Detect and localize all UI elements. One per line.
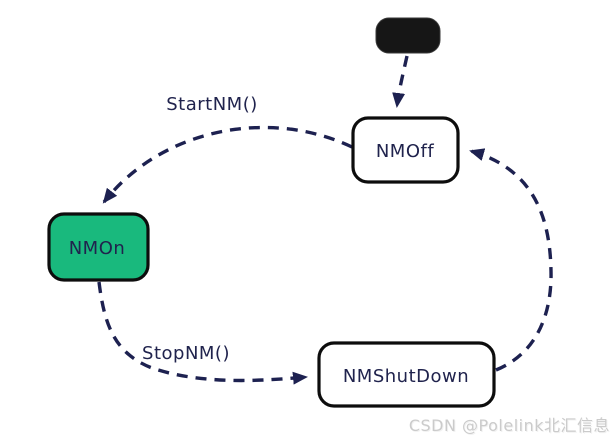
state-nmon-box: [47, 212, 150, 282]
transition-nmoff-to-nmon: [102, 125, 353, 204]
transition-nmon-to-nmshutdown: [97, 281, 308, 385]
transition-nmshutdown-to-nmoff: [469, 148, 553, 372]
initial-state-node: [375, 17, 441, 54]
state-nmoff-box: [351, 116, 460, 184]
watermark-text: CSDN @Polelink北汇信息: [408, 416, 610, 435]
transition-label-stopnm: StopNM(): [142, 343, 230, 364]
state-nmoff-label: NMOff: [376, 141, 435, 162]
state-nmon-label: NMOn: [69, 238, 126, 259]
state-nmshutdown: NMShutDown: [317, 341, 496, 408]
state-nmon: NMOn: [47, 212, 150, 282]
state-nmshutdown-label: NMShutDown: [343, 366, 469, 387]
transition-label-startnm: StartNM(): [166, 94, 258, 115]
transition-initial-to-nmoff: [392, 55, 409, 108]
state-nmoff: NMOff: [351, 116, 460, 184]
state-nmshutdown-box: [317, 341, 496, 408]
